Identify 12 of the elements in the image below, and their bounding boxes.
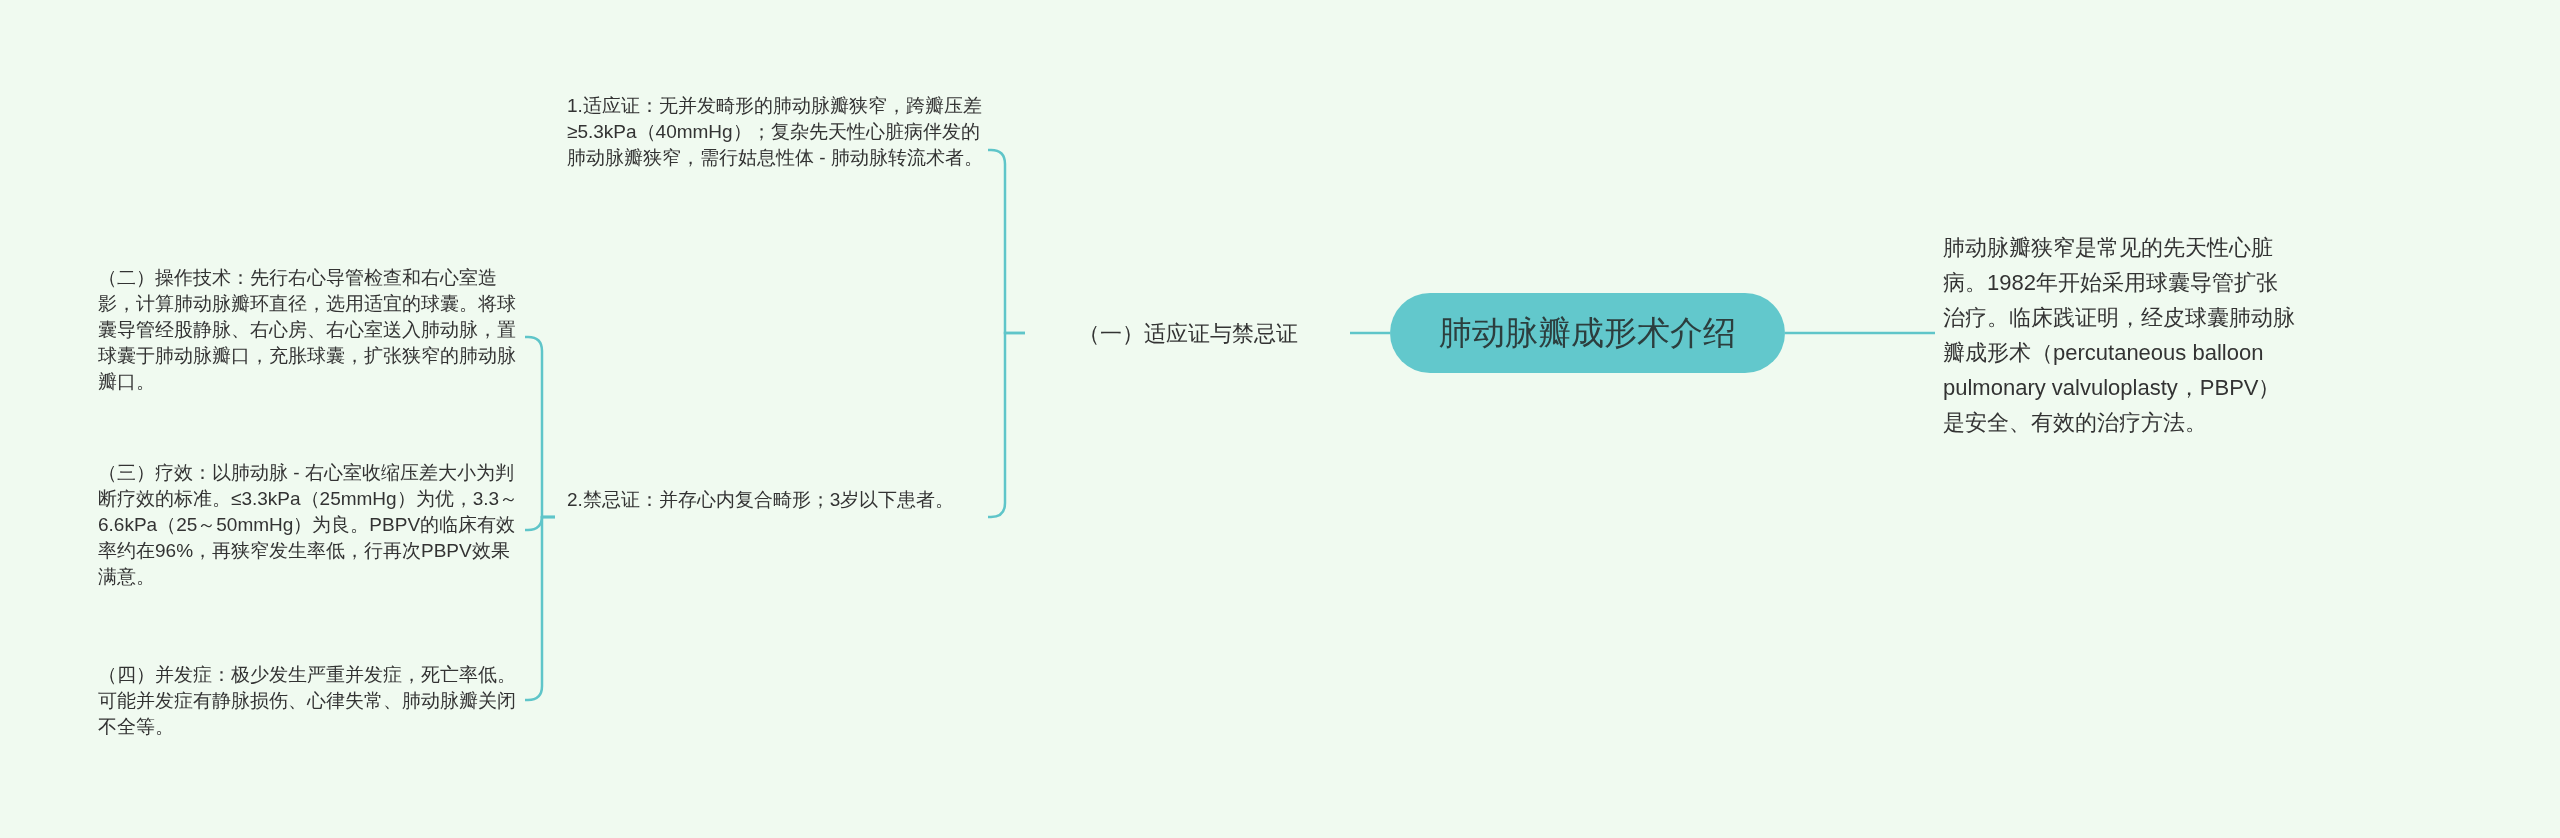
connector-line [1785, 331, 1935, 335]
connector-line [525, 515, 555, 702]
node-text: （三）疗效：以肺动脉 - 右心室收缩压差大小为判断疗效的标准。≤3.3kPa（25mmHg）为优，3.3～6.6kPa（25～50mmHg）为良。PBPV的临床有效率约在96%，再狭窄发生率低，行再次PBPV效果满意。 [98, 462, 519, 587]
node-text: 肺动脉瓣成形术介绍 [1439, 313, 1736, 354]
node-text: 肺动脉瓣狭窄是常见的先天性心脏病。1982年开始采用球囊导管扩张治疗。临床践证明，经皮球囊肺动脉瓣成形术（percutaneous balloon pulmonary valvuloplasty，PBPV）是安全、有效的治疗方法。 [1943, 234, 2295, 437]
node-text: 1.适应证：无并发畸形的肺动脉瓣狭窄，跨瓣压差≥5.3kPa（40mmHg）；复杂先天性心脏病伴发的肺动脉瓣狭窄，需行姑息性体 - 肺动脉转流术者。 [567, 95, 983, 168]
node-text: （四）并发症：极少发生严重并发症，死亡率低。可能并发症有静脉损伤、心律失常、肺动脉瓣关闭不全等。 [98, 664, 516, 737]
connector-line [988, 331, 1025, 519]
node-text: （一）适应证与禁忌证 [1077, 319, 1298, 348]
node-text: （二）操作技术：先行右心导管检查和右心室造影，计算肺动脉瓣环直径，选用适宜的球囊。将球囊导管经股静脉、右心房、右心室送入肺动脉，置球囊于肺动脉瓣口，充胀球囊，扩张狭窄的肺动脉瓣口。 [98, 267, 516, 392]
node-text: 2.禁忌证：并存心内复合畸形；3岁以下患者。 [567, 489, 955, 510]
connector-line [1350, 331, 1390, 335]
